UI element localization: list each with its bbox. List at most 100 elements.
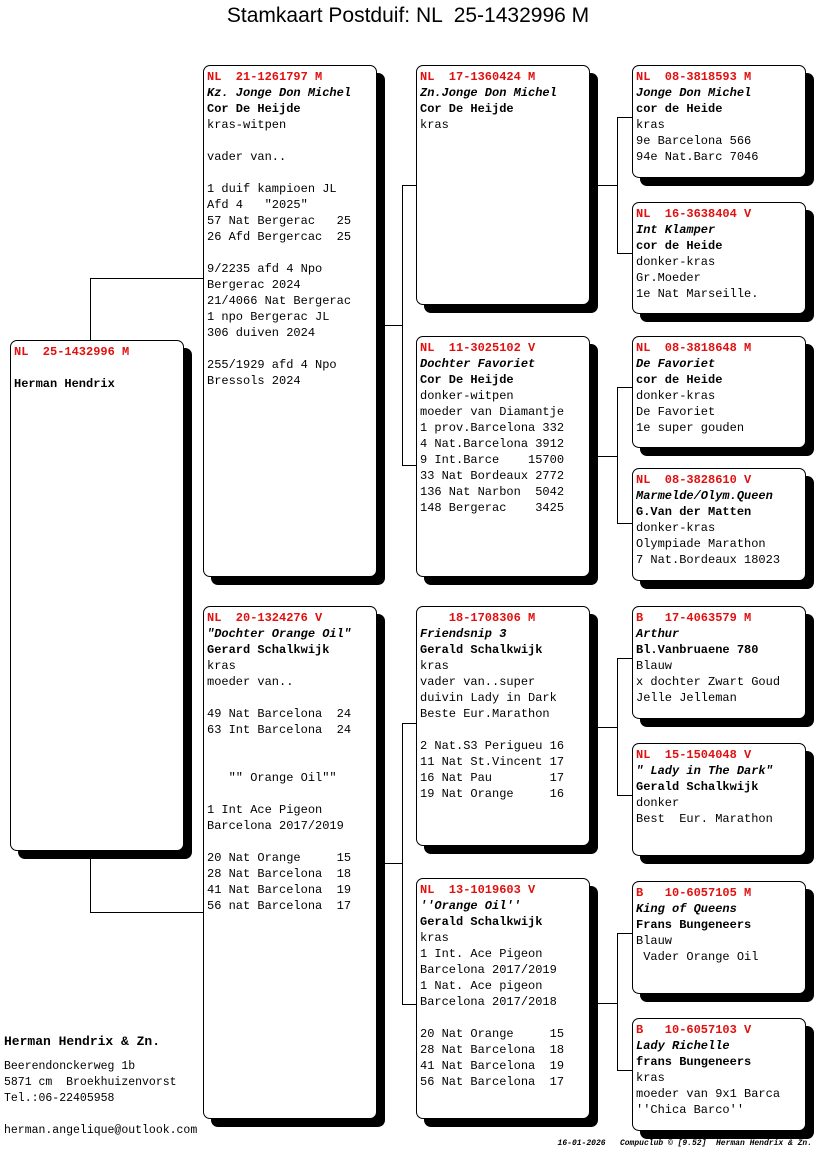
pigeon-info-line: "" Orange Oil""	[207, 771, 337, 785]
pigeon-info-line: 56 nat Barcelona 17	[207, 899, 352, 913]
breeder-name: frans Bungeneers	[636, 1055, 752, 1069]
pigeon-info-line: Beste Eur.Marathon	[420, 707, 550, 721]
connector-line	[597, 456, 617, 457]
connector-line	[384, 325, 402, 326]
pigeon-info-line: moeder van Diamantje	[420, 405, 565, 419]
pigeon-info-line: 1e Nat Marseille.	[636, 287, 759, 301]
connector-line	[402, 185, 403, 466]
pigeon-info-line: 1e super gouden	[636, 421, 745, 435]
pigeon-info-line: 49 Nat Barcelona 24	[207, 707, 352, 721]
owner-email: herman.angelique@outlook.com	[4, 1124, 198, 1137]
ring-number: 18-1708306 M	[420, 611, 536, 625]
pigeon-info-line: Barcelona 2017/2019	[420, 963, 557, 977]
breeder-name: Herman Hendrix	[14, 377, 115, 391]
breeder-name: G.Van der Matten	[636, 505, 752, 519]
pigeon-info-line: 1 prov.Barcelona 332	[420, 421, 565, 435]
pigeon-info-line: 28 Nat Barcelona 18	[420, 1043, 565, 1057]
pigeon-info-line: 20 Nat Orange 15	[207, 851, 352, 865]
connector-line	[617, 933, 632, 934]
ring-number: NL 25-1432996 M	[14, 345, 130, 359]
pigeon-info-line: 1 Int Ace Pigeon	[207, 803, 323, 817]
pigeon-card-dam: NL 20-1324276 V"Dochter Orange Oil"Gerar…	[203, 606, 377, 1119]
breeder-name: Gerard Schalkwijk	[207, 643, 330, 657]
ring-number: NL 16-3638404 V	[636, 207, 752, 221]
pigeon-info-line: donker-kras	[636, 389, 716, 403]
pigeon-info-line	[207, 133, 376, 149]
pigeon-name: Friendsnip 3	[420, 627, 507, 641]
connector-line	[617, 253, 632, 254]
breeder-name: cor de Heide	[636, 373, 723, 387]
pigeon-info-line: kras	[420, 659, 449, 673]
owner-name: Herman Hendrix & Zn.	[4, 1034, 161, 1049]
pigeon-info-line: 63 Int Barcelona 24	[207, 723, 352, 737]
pigeon-name: ''Orange Oil''	[420, 899, 521, 913]
ring-number: B 17-4063579 M	[636, 611, 752, 625]
pigeon-info-line: 9 Int.Barce 15700	[420, 453, 565, 467]
connector-line	[617, 795, 632, 796]
breeder-name: Gerald Schalkwijk	[636, 780, 759, 794]
pigeon-info-line: kras	[636, 118, 665, 132]
pigeon-info-line: Vader Orange Oil	[636, 950, 759, 964]
pigeon-info-line: kras	[420, 118, 449, 132]
pigeon-info-line	[207, 690, 376, 706]
pigeon-info-line: kras	[636, 1071, 665, 1085]
pigeon-info-line: Blauw	[636, 934, 673, 948]
pigeon-info-line: Olympiade Marathon	[636, 537, 766, 551]
pigeon-name: Jonge Don Michel	[636, 86, 752, 100]
pigeon-info-line: 9/2235 afd 4 Npo	[207, 262, 323, 276]
connector-line	[617, 658, 618, 796]
pigeon-info-line: 1 npo Bergerac JL	[207, 310, 330, 324]
ring-number: NL 17-1360424 M	[420, 70, 536, 84]
breeder-name: cor de Heide	[636, 102, 723, 116]
connector-line	[597, 727, 617, 728]
pigeon-info-line: 1 duif kampioen JL	[207, 182, 337, 196]
pigeon-info-line: ''Chica Barco''	[636, 1103, 745, 1117]
ring-number: NL 11-3025102 V	[420, 341, 536, 355]
pigeon-info-line: kras	[207, 659, 236, 673]
connector-line	[617, 933, 618, 1071]
connector-line	[617, 387, 632, 388]
pigeon-info-line: 33 Nat Bordeaux 2772	[420, 469, 565, 483]
pigeon-info-line: 57 Nat Bergerac 25	[207, 214, 352, 228]
ring-number: NL 13-1019603 V	[420, 883, 536, 897]
pigeon-info-line: 41 Nat Barcelona 19	[420, 1059, 565, 1073]
pigeon-name: Marmelde/Olym.Queen	[636, 489, 773, 503]
pigeon-info-line	[207, 165, 376, 181]
breeder-name: Bl.Vanbruaene 780	[636, 643, 759, 657]
owner-street: Beerendonckerweg 1b	[4, 1060, 136, 1073]
pigeon-info-line: Jelle Jelleman	[636, 691, 737, 705]
pigeon-name: Arthur	[636, 627, 680, 641]
breeder-name: Gerald Schalkwijk	[420, 643, 543, 657]
pigeon-info-line: Barcelona 2017/2019	[207, 819, 344, 833]
pigeon-info-line: 9e Barcelona 566	[636, 134, 752, 148]
pigeon-info-line: 7 Nat.Bordeaux 18023	[636, 553, 781, 567]
ring-number: B 10-6057103 V	[636, 1023, 752, 1037]
pigeon-name: De Favoriet	[636, 357, 716, 371]
pigeon-info-line: kras-witpen	[207, 118, 287, 132]
breeder-name: Gerald Schalkwijk	[420, 915, 543, 929]
pigeon-info-line: 1 Nat. Ace pigeon	[420, 979, 543, 993]
breeder-name: Cor De Heijde	[420, 373, 514, 387]
pigeon-info-line: De Favoriet	[636, 405, 716, 419]
connector-line	[617, 387, 618, 524]
pigeon-name	[14, 360, 183, 376]
pigeon-info-line: 148 Bergerac 3425	[420, 501, 565, 515]
pigeon-info-line: 4 Nat.Barcelona 3912	[420, 437, 565, 451]
page-title: Stamkaart Postduif: NL 25-1432996 M	[226, 4, 590, 27]
pigeon-info-line: donker	[636, 796, 680, 810]
pigeon-info-line: 41 Nat Barcelona 19	[207, 883, 352, 897]
pigeon-info-line: Bergerac 2024	[207, 278, 301, 292]
pigeon-info-line: Best Eur. Marathon	[636, 812, 773, 826]
ring-number: NL 15-1504048 V	[636, 748, 752, 762]
ring-number: NL 21-1261797 M	[207, 70, 323, 84]
pigeon-info-line: 255/1929 afd 4 Npo	[207, 358, 337, 372]
pigeon-card-dsd: NL 15-1504048 V" Lady in The Dark"Gerald…	[632, 743, 806, 856]
pigeon-name: Kz. Jonge Don Michel	[207, 86, 352, 100]
